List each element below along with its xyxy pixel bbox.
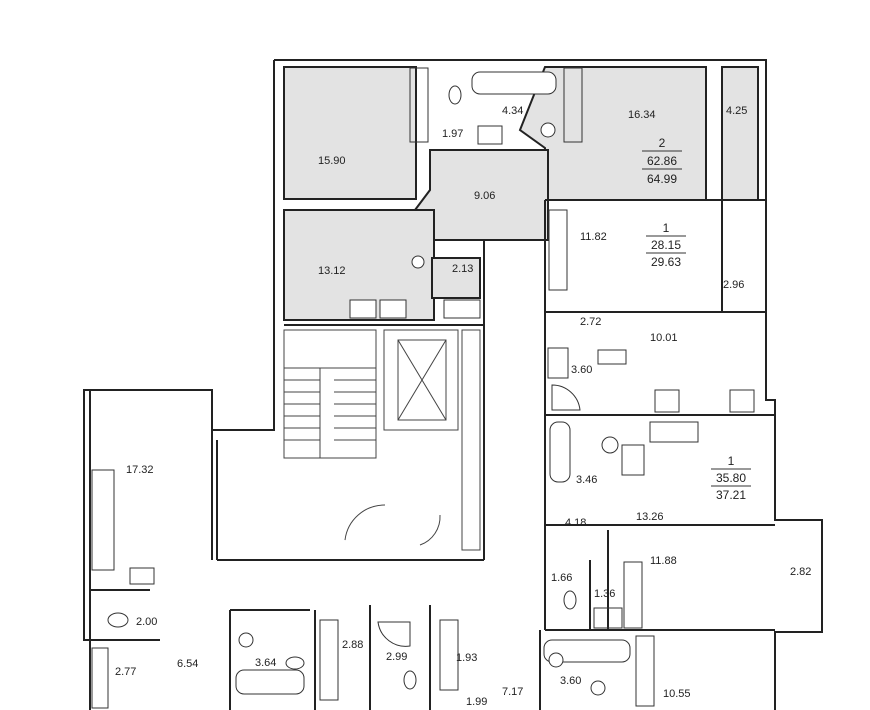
room-area-3-46: 3.46 <box>576 474 597 486</box>
room-area-7-17: 7.17 <box>502 686 523 698</box>
room-area-3-60: 3.60 <box>571 364 592 376</box>
room-area-16-34: 16.34 <box>628 109 656 121</box>
room-area-11-82: 11.82 <box>580 231 607 243</box>
room-area-4-18: 4.18 <box>565 517 586 529</box>
walls <box>83 59 823 710</box>
room-area-2-82: 2.82 <box>790 566 811 578</box>
room-area-2-00: 2.00 <box>136 616 157 628</box>
apartment-total-area: 64.99 <box>647 172 677 186</box>
apartment-living-area: 35.80 <box>716 471 746 485</box>
room-area-3-64: 3.64 <box>255 657 276 669</box>
room-area-13-26: 13.26 <box>636 511 664 523</box>
apartment-summary-1a: 1 28.15 29.63 <box>646 221 686 269</box>
room-area-1-99: 1.99 <box>466 696 487 708</box>
room-area-2-96: 2.96 <box>723 279 744 291</box>
stairwell <box>283 329 377 459</box>
fixtures <box>91 71 755 696</box>
room-area-2-72: 2.72 <box>580 316 601 328</box>
room-area-1-93: 1.93 <box>456 652 477 664</box>
radiators <box>91 67 655 709</box>
room-area-4-25: 4.25 <box>726 105 747 117</box>
room-area-1-36: 1.36 <box>594 588 615 600</box>
room-area-4-34: 4.34 <box>502 105 523 117</box>
room-area-2-77: 2.77 <box>115 666 136 678</box>
apartment-rooms: 1 <box>728 454 735 468</box>
apartment-total-area: 37.21 <box>716 488 746 502</box>
entrance-door <box>344 504 441 546</box>
room-area-10-01: 10.01 <box>650 332 678 344</box>
apartment-total-area: 29.63 <box>651 255 681 269</box>
room-area-labels: 15.90 1.97 4.34 16.34 4.25 9.06 13.12 2.… <box>115 105 811 708</box>
room-area-2-99: 2.99 <box>386 651 407 663</box>
room-area-15-90: 15.90 <box>318 155 346 167</box>
room-area-13-12: 13.12 <box>318 265 346 277</box>
apartment-living-area: 28.15 <box>651 238 681 252</box>
room-area-1-66: 1.66 <box>551 572 572 584</box>
apartment-summary-2: 2 62.86 64.99 <box>642 136 682 186</box>
room-area-6-54: 6.54 <box>177 658 198 670</box>
room-area-9-06: 9.06 <box>474 190 495 202</box>
room-area-17-32: 17.32 <box>126 464 154 476</box>
highlighted-apartment <box>283 66 759 321</box>
room-area-2-88: 2.88 <box>342 639 363 651</box>
apartment-living-area: 62.86 <box>647 154 677 168</box>
room-area-3-60-b: 3.60 <box>560 675 581 687</box>
room-area-11-88: 11.88 <box>650 555 677 567</box>
room-area-10-55: 10.55 <box>663 688 691 700</box>
room-area-1-97: 1.97 <box>442 128 463 140</box>
apartment-rooms: 2 <box>659 136 666 150</box>
apartment-summary-1b: 1 35.80 37.21 <box>711 454 751 502</box>
room-area-2-13: 2.13 <box>452 263 473 275</box>
apartment-rooms: 1 <box>663 221 670 235</box>
elevator-shaft <box>383 329 481 551</box>
